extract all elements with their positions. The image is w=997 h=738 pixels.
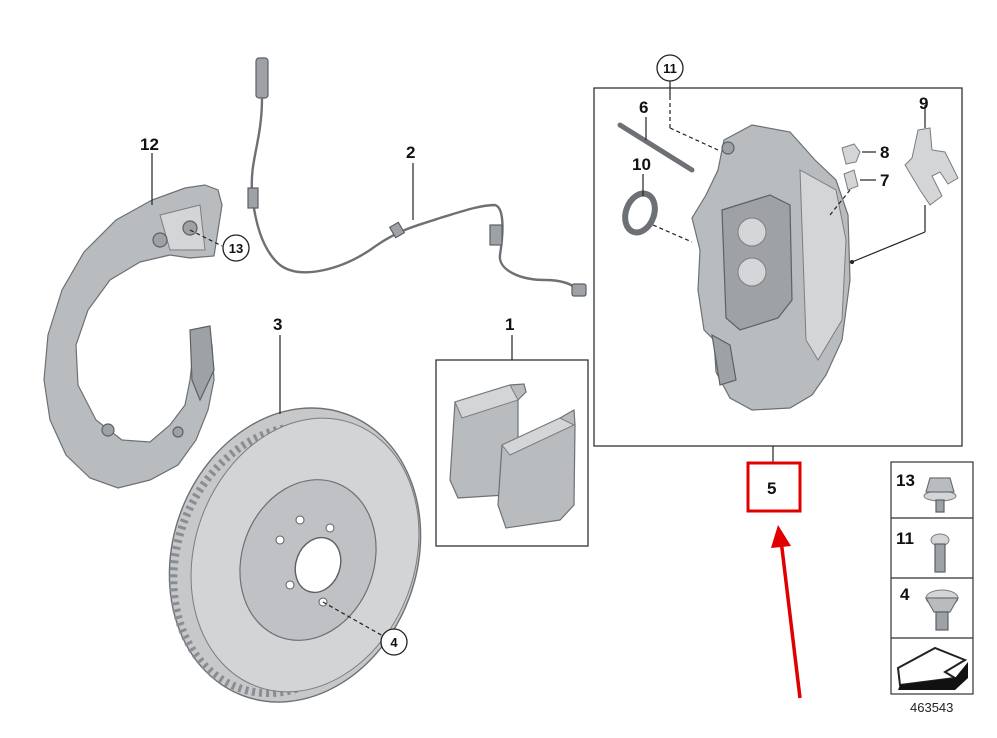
fasteners-legend: 13 11 4: [890, 461, 974, 695]
flange-bolt-icon: [923, 477, 957, 513]
legend-label-13: 13: [896, 471, 915, 490]
callout-5[interactable]: 5: [767, 479, 776, 498]
guide-pin-part[interactable]: [617, 122, 695, 173]
callout-9: 9: [919, 94, 928, 113]
callout-1: 1: [505, 315, 514, 334]
bleed-screw-part[interactable]: [843, 169, 859, 191]
red-arrow-pointer: [771, 525, 802, 699]
countersunk-screw-icon: [924, 589, 960, 631]
callout-3: 3: [273, 315, 282, 334]
callout-10: 10: [632, 155, 651, 174]
legend-label-11: 11: [896, 529, 914, 548]
callout-11-circle: 11: [663, 61, 677, 76]
callout-2: 2: [406, 143, 415, 162]
wear-sensor-part[interactable]: [247, 57, 587, 297]
caliper-box: [593, 87, 963, 447]
callout-4-circle: 4: [390, 635, 398, 650]
dust-shield-part[interactable]: [43, 184, 223, 489]
screw-icon: [930, 533, 950, 573]
callout-8: 8: [880, 143, 889, 162]
brake-pads-part[interactable]: [449, 383, 576, 529]
caliper-part[interactable]: [691, 124, 851, 411]
legend-label-4: 4: [900, 585, 910, 604]
spring-clip-part[interactable]: [904, 127, 959, 206]
exploded-view-arrow-icon: [896, 646, 968, 690]
selected-callout-5-highlight: [746, 461, 802, 513]
reference-number: 463543: [910, 700, 953, 715]
callout-12: 12: [140, 135, 159, 154]
callout-6: 6: [639, 98, 648, 117]
callout-7: 7: [880, 171, 889, 190]
seal-ring-part[interactable]: [620, 189, 660, 236]
callout-13-circle: 13: [229, 241, 243, 256]
bleed-cap-part[interactable]: [841, 143, 861, 165]
